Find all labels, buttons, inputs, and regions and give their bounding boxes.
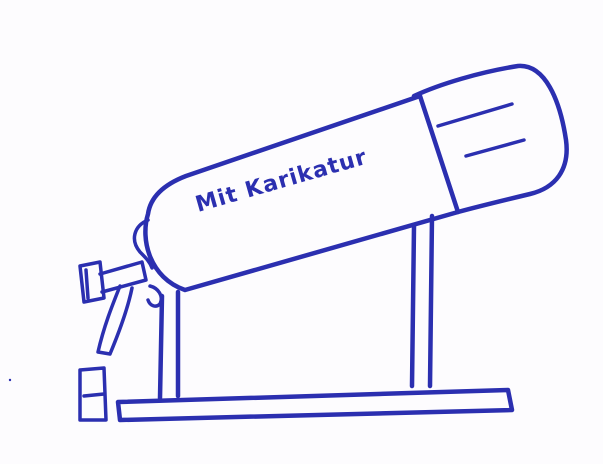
left-support-leg: [160, 292, 178, 398]
stray-ink-dot: [9, 379, 11, 381]
cylinder-cap: [414, 66, 567, 212]
valve-pipe: [100, 262, 146, 292]
cap-line-lower: [466, 140, 524, 156]
valve-handle: [80, 262, 104, 302]
valve-side-knob: [148, 286, 161, 306]
cap-line-upper: [438, 104, 512, 126]
cup: [80, 368, 106, 420]
right-support-leg: [412, 216, 432, 386]
cylinder-label: Mit Karikatur: [193, 145, 370, 218]
